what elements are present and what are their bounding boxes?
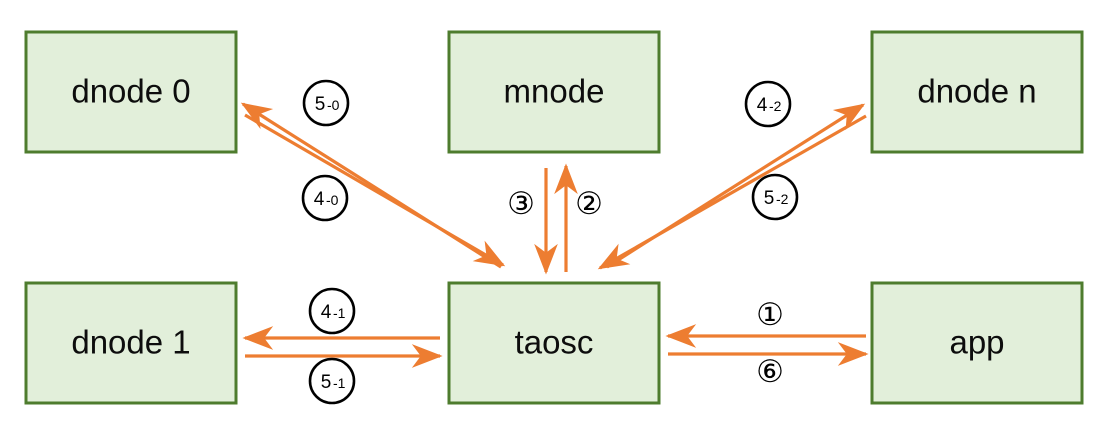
badge-5-2[interactable]: 5 -2 [751, 173, 799, 221]
node-label-mnode: mnode [504, 73, 605, 110]
node-box-taosc [447, 281, 661, 405]
node-mnode[interactable]: mnode [447, 30, 661, 154]
edge-dnode0-to-taosc [244, 113, 506, 267]
badge-5-1[interactable]: 5 -1 [308, 357, 356, 405]
node-box-dnode1 [24, 281, 238, 405]
badge-sub-5-1: -1 [333, 375, 346, 391]
badge-5-0[interactable]: 5 -0 [302, 79, 350, 127]
node-label-dnode0: dnode 0 [71, 73, 190, 110]
badge-circle-5-1 [308, 357, 356, 405]
badge-circle-5-2 [751, 173, 799, 221]
node-label-taosc: taosc [515, 324, 594, 361]
node-app[interactable]: app [870, 281, 1084, 405]
badge-sub-4-0: -0 [326, 192, 339, 208]
node-label-app: app [949, 324, 1004, 361]
badge-main-4-2: 4 [757, 95, 768, 116]
node-dnode0[interactable]: dnode 0 [24, 30, 238, 154]
badge-4-0[interactable]: 4 -0 [301, 174, 349, 222]
node-box-app [870, 281, 1084, 405]
badge-circled-6[interactable]: ⑥ [756, 354, 784, 390]
badge-circled-1[interactable]: ① [756, 297, 784, 333]
badge-main-4-0: 4 [314, 189, 325, 210]
badge-sub-4-2: -2 [769, 98, 782, 114]
badge-main-5-2: 5 [764, 188, 775, 209]
badge-sub-4-1: -1 [333, 305, 346, 321]
badge-circled-3[interactable]: ③ [507, 186, 535, 222]
badge-main-5-0: 5 [315, 94, 326, 115]
badge-4-2[interactable]: 4 -2 [744, 80, 792, 128]
badge-main-4-1: 4 [321, 302, 332, 323]
badge-4-1[interactable]: 4 -1 [308, 287, 356, 335]
badge-sub-5-0: -0 [327, 97, 340, 113]
badge-circle-4-2 [744, 80, 792, 128]
badge-sub-5-2: -2 [776, 191, 789, 207]
node-box-mnode [447, 30, 661, 154]
edge-dnoden-to-taosc [597, 114, 867, 270]
badge-circle-5-0 [302, 79, 350, 127]
node-label-dnoden: dnode n [917, 73, 1036, 110]
node-dnode1[interactable]: dnode 1 [24, 281, 238, 405]
badge-circled-2[interactable]: ② [575, 186, 603, 222]
badge-circle-4-0 [301, 174, 349, 222]
badge-circle-4-1 [308, 287, 356, 335]
node-taosc[interactable]: taosc [447, 281, 661, 405]
badge-main-5-1: 5 [321, 372, 332, 393]
node-box-dnode0 [24, 30, 238, 154]
node-label-dnode1: dnode 1 [71, 324, 190, 361]
node-box-dnoden [870, 30, 1084, 154]
node-dnoden[interactable]: dnode n [870, 30, 1084, 154]
